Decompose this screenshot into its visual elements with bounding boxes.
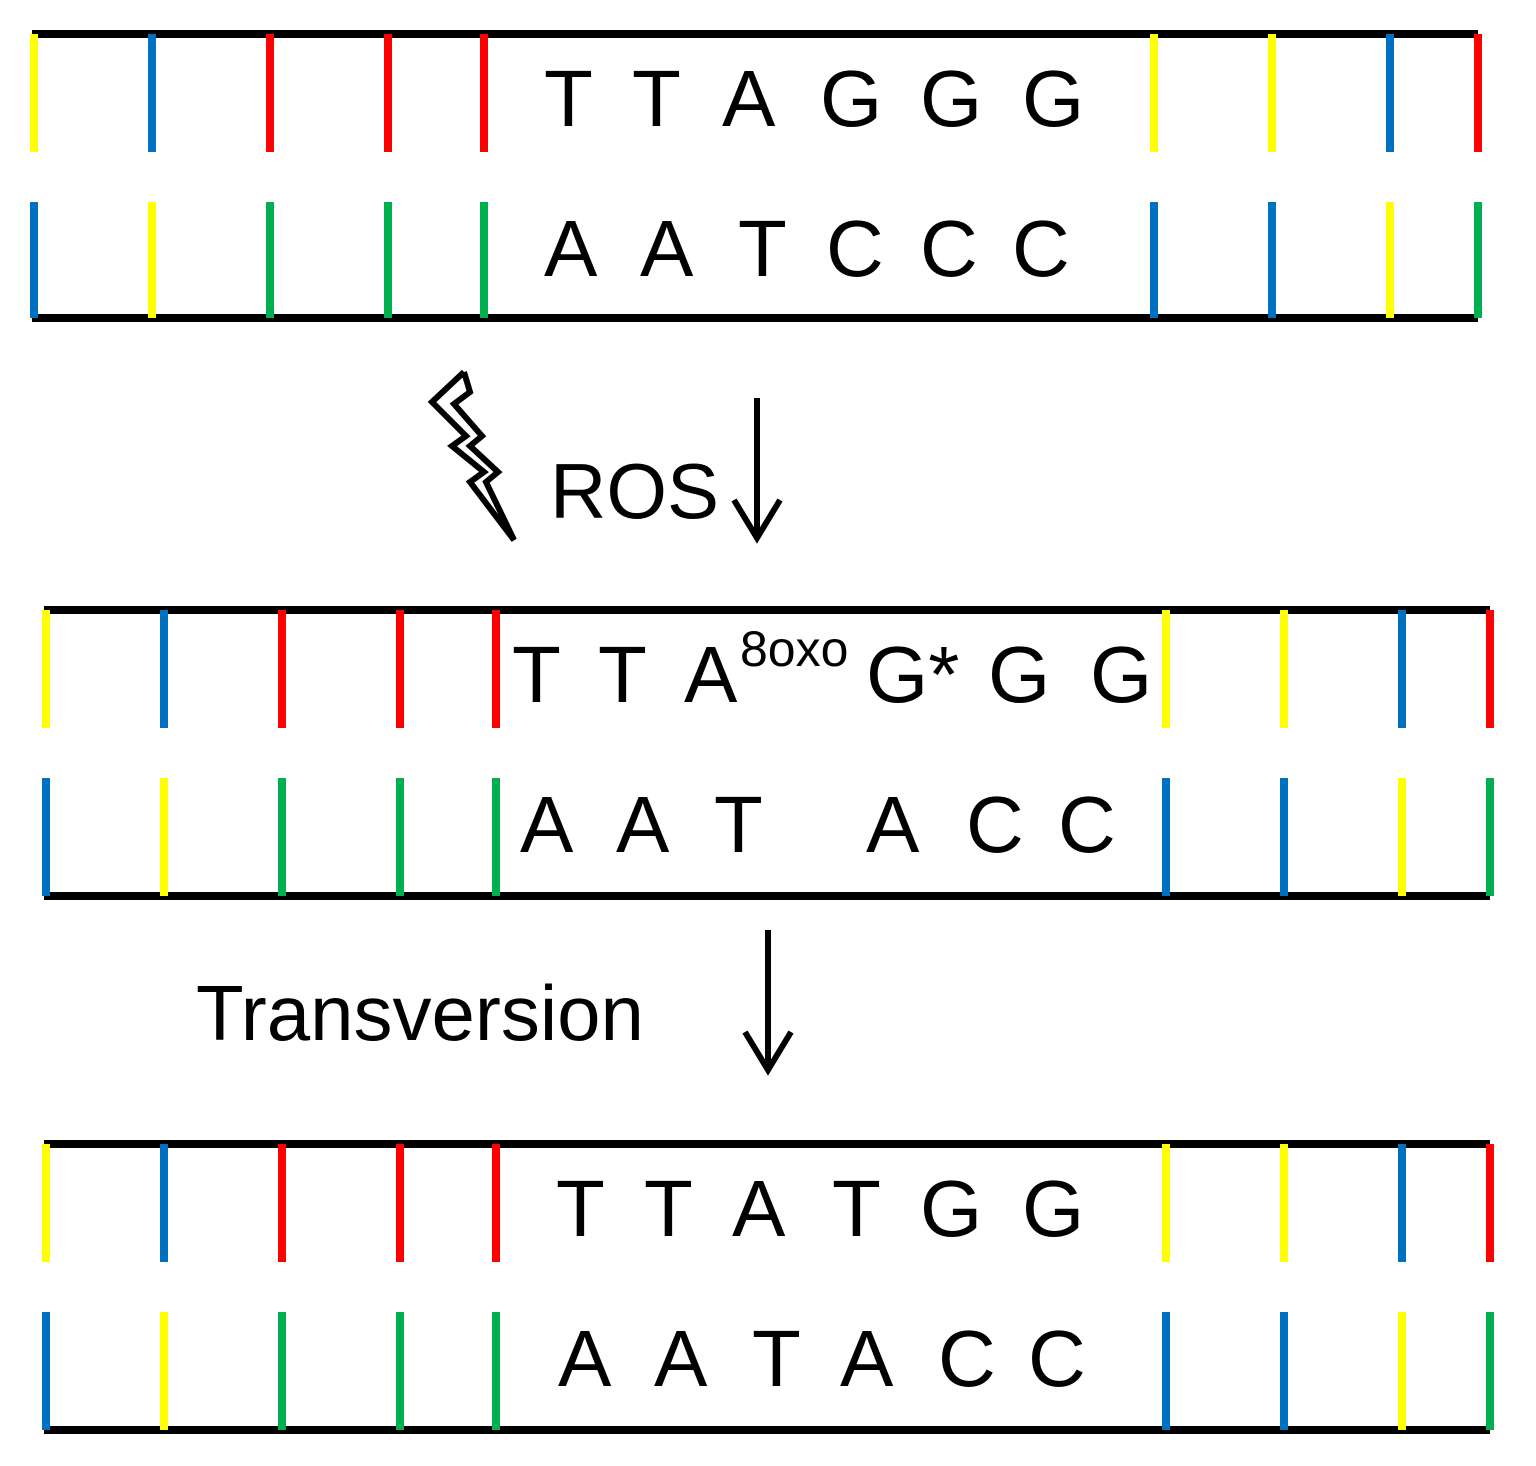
base: C xyxy=(1012,204,1070,293)
base: A xyxy=(640,204,694,293)
base: G xyxy=(920,1164,982,1253)
base: A xyxy=(616,780,670,869)
ros-label: ROS xyxy=(550,447,719,535)
down-arrow-icon xyxy=(731,398,783,544)
bars xyxy=(42,610,1494,896)
base: T xyxy=(544,54,593,143)
base: T xyxy=(598,630,647,719)
base: T xyxy=(714,780,763,869)
base: C xyxy=(938,1314,996,1403)
base: C xyxy=(1058,780,1116,869)
down-arrow-icon xyxy=(742,930,794,1076)
oxo-superscript: 8oxo xyxy=(740,621,848,677)
base: G xyxy=(988,630,1050,719)
top-strand-bases: T T A T G G xyxy=(556,1164,1084,1253)
base: G xyxy=(820,54,882,143)
lightning-bolt-icon xyxy=(427,369,517,542)
base: T xyxy=(556,1164,605,1253)
mutated-base: T xyxy=(832,1164,881,1253)
duplex-oxidized: T T A 8oxo G* G G A A T A C C xyxy=(42,606,1494,900)
base: A xyxy=(732,1164,786,1253)
base: C xyxy=(920,204,978,293)
top-strand-bases: T T A G G G xyxy=(544,54,1084,143)
base: A xyxy=(840,1314,894,1403)
duplex-mutated: T T A T G G A A T A C C xyxy=(42,1140,1494,1434)
base: T xyxy=(752,1314,801,1403)
base: G xyxy=(1022,54,1084,143)
base: G xyxy=(1022,1164,1084,1253)
transversion-label: Transversion xyxy=(196,969,644,1057)
base: A xyxy=(654,1314,708,1403)
base: G xyxy=(1090,630,1152,719)
base: A xyxy=(520,780,574,869)
bottom-strand-bases: A A T A C C xyxy=(520,780,1116,869)
base: A xyxy=(684,630,738,719)
base: G xyxy=(920,54,982,143)
bottom-strand-bases: A A T A C C xyxy=(558,1314,1086,1403)
transversion-step: Transversion xyxy=(196,930,794,1076)
base: T xyxy=(738,204,787,293)
base: A xyxy=(722,54,776,143)
oxidized-base: G* xyxy=(866,630,959,719)
bottom-strand-bases: A A T C C C xyxy=(544,204,1070,293)
base: C xyxy=(966,780,1024,869)
base: C xyxy=(1028,1314,1086,1403)
base: C xyxy=(826,204,884,293)
bars xyxy=(30,34,1482,318)
base: T xyxy=(512,630,561,719)
base: T xyxy=(644,1164,693,1253)
base: A xyxy=(544,204,598,293)
top-strand-bases: T T A 8oxo G* G G xyxy=(512,621,1152,719)
bars xyxy=(42,1144,1494,1430)
mismatched-base: A xyxy=(866,780,920,869)
ros-step: ROS xyxy=(427,369,783,544)
base: T xyxy=(632,54,681,143)
duplex-original: T T A G G G A A T C C C xyxy=(30,30,1482,322)
base: A xyxy=(558,1314,612,1403)
